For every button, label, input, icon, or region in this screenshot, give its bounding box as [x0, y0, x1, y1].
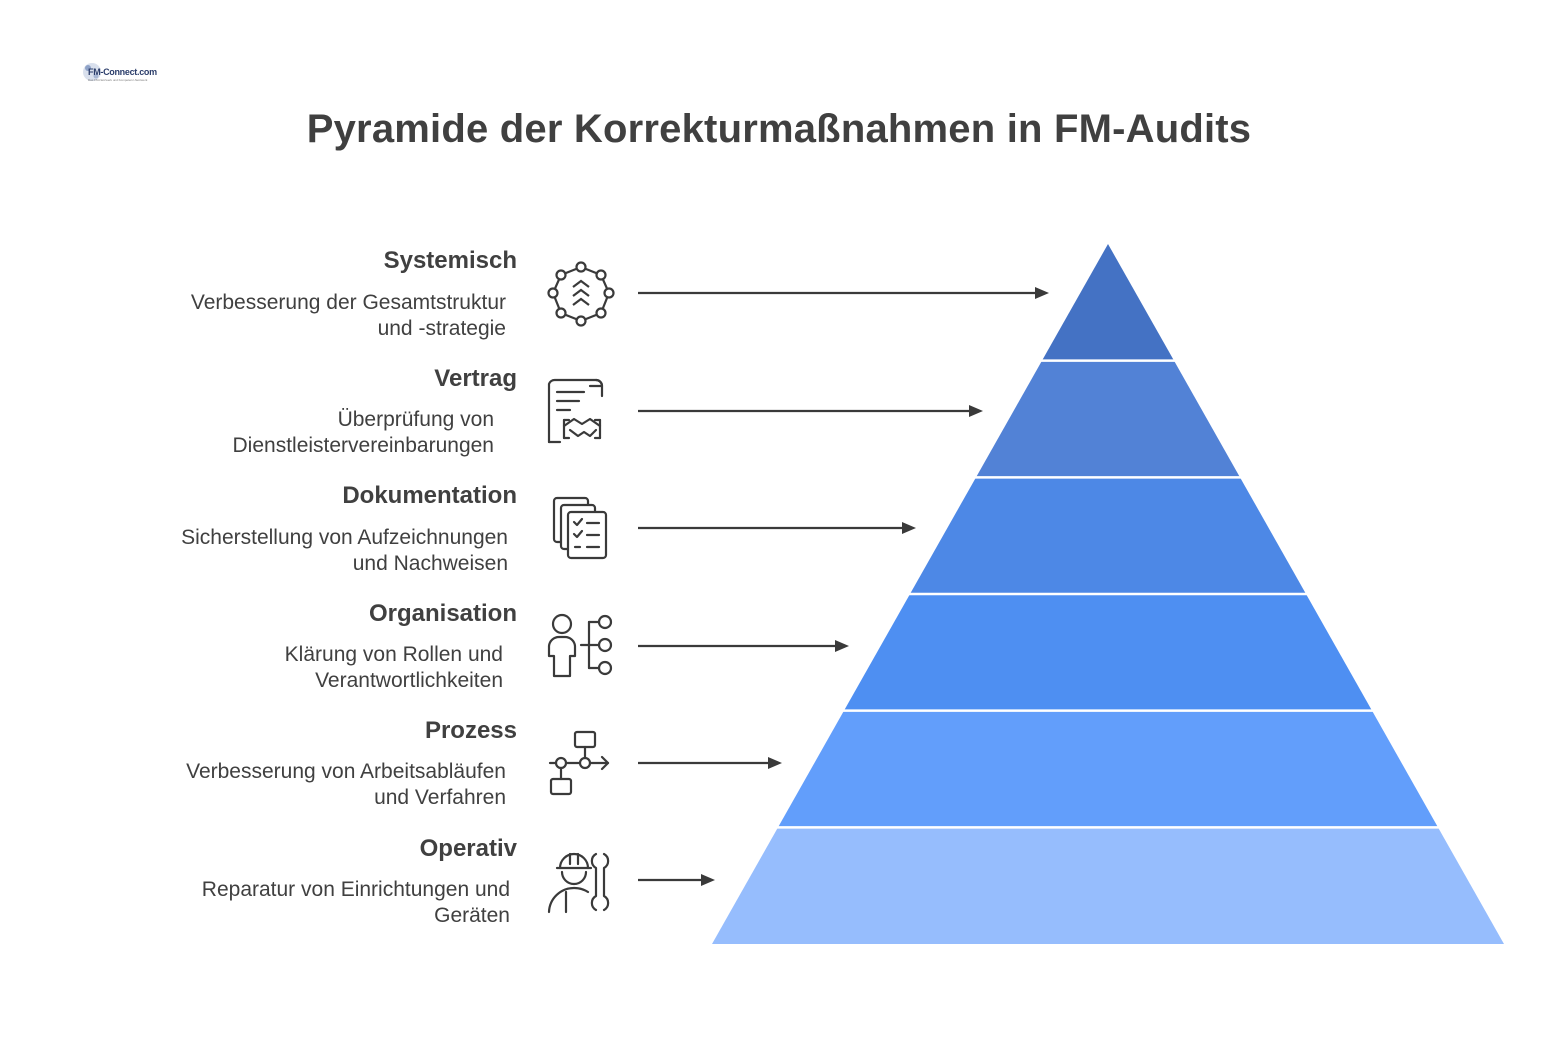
pyramid-band-dokumentation	[910, 477, 1306, 594]
arrow-prozess	[638, 757, 782, 769]
level-desc-line: und -strategie	[377, 317, 506, 340]
level-desc-line: Dienstleistervereinbarungen	[232, 434, 495, 457]
arrow-vertrag	[638, 405, 983, 417]
pyramid-band-systemisch	[1042, 244, 1174, 361]
logo: FM-Connect.com Das FM-Netzwerk und Kompe…	[78, 56, 157, 90]
logo-burst-icon	[83, 63, 101, 81]
arrow-dokumentation	[638, 522, 916, 534]
level-title-dokumentation: Dokumentation	[342, 482, 517, 509]
contract-handshake-icon	[544, 376, 614, 446]
level-desc-line: Verantwortlichkeiten	[315, 669, 503, 692]
arrow-systemisch	[638, 287, 1049, 299]
level-desc-line: Verbesserung der Gesamtstruktur	[190, 291, 506, 314]
level-desc-dokumentation: Sicherstellung von Aufzeichnungen und Na…	[181, 525, 508, 577]
level-desc-prozess: Verbesserung von Arbeitsabläufen und Ver…	[186, 759, 506, 811]
arrow-operativ	[638, 874, 715, 886]
level-title-vertrag: Vertrag	[434, 365, 517, 392]
pyramid-band-vertrag	[976, 360, 1240, 478]
pyramid-band-prozess	[778, 710, 1438, 828]
level-desc-line: Überprüfung von	[337, 408, 494, 431]
level-desc-line: Geräten	[434, 904, 510, 927]
level-desc-organisation: Klärung von Rollen und Verantwortlichkei…	[285, 642, 503, 694]
pyramid-band-organisation	[844, 594, 1372, 711]
arrow-organisation	[638, 640, 849, 652]
level-desc-line: Reparatur von Einrichtungen und	[201, 878, 510, 901]
level-desc-line: Verbesserung von Arbeitsabläufen	[186, 760, 506, 783]
pyramid-band-operativ	[712, 827, 1504, 944]
level-title-organisation: Organisation	[368, 600, 517, 627]
level-title-prozess: Prozess	[424, 717, 517, 744]
level-title-systemisch: Systemisch	[383, 247, 517, 274]
logo-subtext: Das FM-Netzwerk und Kompetenz-Netzwerk	[88, 78, 148, 82]
level-desc-operativ: Reparatur von Einrichtungen und Geräten	[202, 877, 510, 929]
network-arrows-icon	[546, 259, 616, 329]
level-desc-line: und Nachweisen	[352, 552, 508, 575]
level-desc-line: und Verfahren	[374, 786, 506, 809]
level-desc-line: Klärung von Rollen und	[284, 643, 503, 666]
page-title: Pyramide der Korrekturmaßnahmen in FM-Au…	[306, 107, 1252, 151]
level-desc-vertrag: Überprüfung von Dienstleistervereinbarun…	[233, 407, 495, 459]
worker-wrench-icon	[544, 846, 614, 916]
logo-text: FM-Connect.com	[88, 67, 157, 77]
level-title-operativ: Operativ	[419, 835, 517, 862]
person-org-icon	[545, 610, 615, 680]
level-desc-line: Sicherstellung von Aufzeichnungen	[181, 526, 508, 549]
level-desc-systemisch: Verbesserung der Gesamtstruktur und -str…	[191, 290, 506, 342]
process-flow-icon	[544, 729, 614, 799]
documents-checklist-icon	[546, 494, 616, 564]
